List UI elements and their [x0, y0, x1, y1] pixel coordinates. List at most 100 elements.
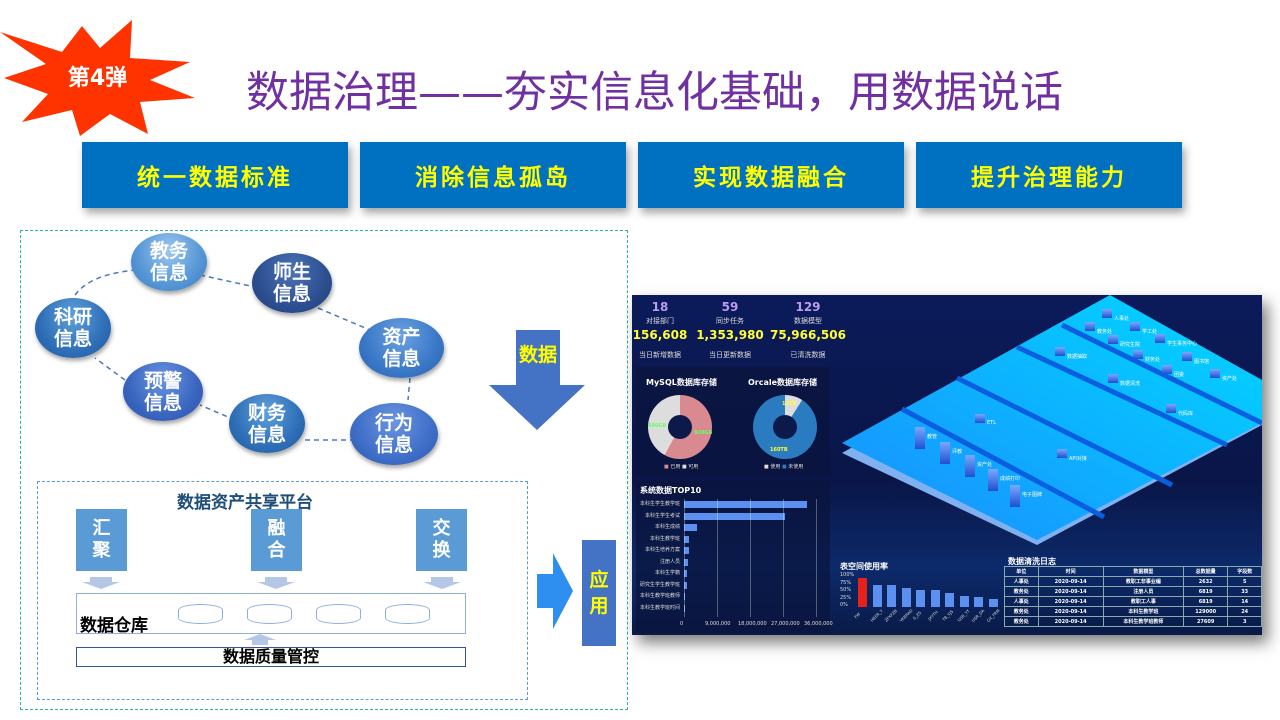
tablespace-bar	[858, 577, 867, 607]
platform-frame	[37, 481, 528, 700]
top10-bar	[684, 535, 689, 543]
warehouse-label: 数据仓库	[80, 616, 148, 636]
server-cube-icon	[1102, 309, 1112, 318]
top10-category: 本科生教学班教师	[639, 593, 680, 599]
server-cube-icon	[915, 427, 925, 449]
architecture-label: 代码库	[1178, 411, 1194, 417]
bubble-connector-loop	[74, 269, 411, 441]
application-box: 应用	[582, 540, 616, 646]
tablespace-category: YKBRAD	[898, 607, 914, 624]
top10-category: 本科生学生考试	[644, 512, 680, 519]
tablespace-category: USR_YT	[955, 608, 971, 623]
tablespace-bar	[872, 584, 882, 607]
log-cell: 教务处	[1004, 606, 1039, 617]
server-cube-icon	[965, 455, 975, 477]
tablespace-category: USR_DA	[970, 608, 986, 623]
log-cell: 33	[1227, 586, 1262, 597]
architecture-label: 研究生院	[1120, 342, 1141, 348]
bubble-label: 科研信息	[53, 306, 92, 350]
tablespace-category: TB_YJS	[941, 609, 955, 622]
bubble-label: 预警信息	[143, 369, 182, 414]
top10-bar	[684, 604, 686, 612]
data-down-arrow	[489, 330, 585, 430]
architecture-label: 学工处	[1142, 329, 1158, 335]
server-cube-icon	[1130, 322, 1140, 331]
architecture-label: 成绩打印	[1000, 476, 1021, 482]
mysql-free-label: 920GB	[694, 430, 713, 436]
log-cell: 2020-09-14	[1037, 586, 1104, 597]
log-cell: 2020-09-14	[1037, 616, 1104, 627]
architecture-label: 数据清洗	[1120, 381, 1141, 387]
log-cell: 24	[1227, 606, 1262, 617]
top10-bar	[684, 512, 785, 520]
server-cube-icon	[1182, 352, 1192, 361]
architecture-label: 电子图牌	[1022, 492, 1043, 498]
log-cell: 教务处	[1004, 586, 1039, 597]
tablespace-category: JXYTH	[926, 609, 939, 622]
db-storage-panel: MySQL数据库存储 Orcale数据库存储 680GB 920GB ■ 已用 …	[636, 367, 830, 475]
server-cube-icon	[1162, 365, 1172, 374]
database-icon	[178, 604, 223, 624]
kpi-label: 对接部门	[646, 317, 674, 325]
tablespace-bar	[988, 598, 998, 607]
top10-tick: 0	[680, 621, 684, 627]
bubble-research-info: 科研信息	[35, 298, 111, 358]
step-label: 汇聚	[92, 518, 111, 561]
log-cell: 14	[1227, 596, 1262, 607]
isometric-architecture-illustration: 人事处学工处教务处研究生院学生事务中心财务处图书馆团委资产处数据抽取数据清洗代码…	[842, 295, 1262, 545]
architecture-label: 教务处	[1097, 329, 1113, 335]
log-cell: 3	[1227, 616, 1262, 627]
tablespace-category: GX_FRM	[985, 607, 1001, 624]
pillar-data-fusion: 实现数据融合	[638, 142, 904, 208]
kpi-value-label: 当日新增数据	[639, 351, 681, 359]
bubble-finance-info: 财务信息	[229, 394, 305, 453]
bubble-label: 行为信息	[374, 412, 413, 456]
pillar-unify-standards: 统一数据标准	[82, 142, 348, 208]
architecture-label: 资产处	[1222, 376, 1238, 382]
small-flow-arrows	[82, 577, 461, 645]
architecture-label: 资产处	[977, 462, 993, 468]
starburst-badge-shape	[0, 20, 195, 136]
log-cell: 129000	[1182, 606, 1229, 617]
kpi-count: 18	[651, 300, 669, 314]
log-cell: 本科生教学班教师	[1102, 616, 1184, 627]
top10-category: 本科生培养方案	[644, 547, 680, 553]
bubble-asset-info: 资产信息	[359, 318, 444, 378]
log-cell: 2020-09-14	[1037, 576, 1104, 587]
tablespace-category: FW	[853, 611, 862, 620]
quality-control-box: 数据质量管控	[76, 647, 466, 667]
pillar-governance: 提升治理能力	[916, 142, 1182, 208]
badge-text: 第4弹	[67, 66, 128, 91]
log-cell: 2020-09-14	[1037, 596, 1104, 607]
oracle-free-label: 160TB	[770, 447, 788, 453]
tablespace-bar	[916, 589, 925, 607]
database-icon	[247, 604, 292, 624]
tablespace-tick: 75%	[840, 579, 852, 586]
bubble-label: 资产信息	[382, 326, 421, 370]
platform-layers	[842, 295, 1262, 545]
top10-category: 本科生教学班	[649, 535, 680, 542]
server-cube-icon	[1010, 485, 1020, 507]
architecture-label: 财务处	[1145, 357, 1161, 363]
step-label: 融合	[267, 518, 286, 561]
log-cell: 5	[1227, 576, 1262, 587]
log-header: 时间	[1037, 566, 1104, 577]
architecture-label: API对接	[1069, 456, 1087, 462]
bubble-warning-info: 预警信息	[123, 362, 203, 421]
server-cube-icon	[940, 442, 950, 464]
log-cell: 2020-09-14	[1037, 606, 1104, 617]
bubble-staff-student-info: 师生信息	[252, 253, 332, 313]
application-label: 应用	[589, 569, 609, 617]
log-header: 数据模型	[1102, 566, 1184, 577]
kpi-value-label: 已清洗数据	[790, 351, 826, 359]
mysql-donut	[648, 395, 712, 459]
top10-category: 本科生学籍	[654, 570, 680, 576]
step-fuse: 融合	[251, 509, 302, 571]
log-header: 总数据量	[1182, 566, 1229, 577]
bubble-academic-info: 教务信息	[131, 233, 207, 291]
architecture-label: 教管	[927, 434, 938, 440]
